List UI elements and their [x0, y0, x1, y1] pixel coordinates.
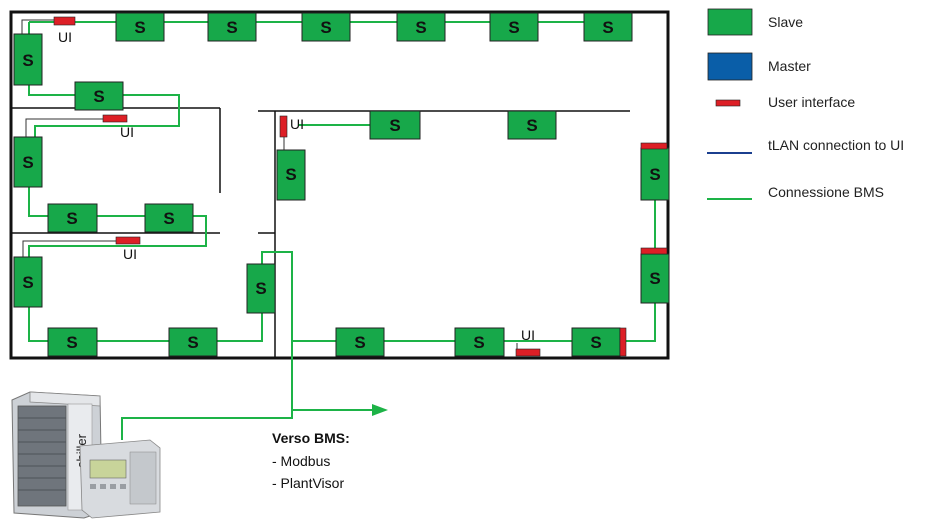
- bms-item-modbus: - Modbus: [272, 453, 330, 469]
- svg-text:S: S: [508, 18, 519, 37]
- chiller-device: chiller: [11, 391, 161, 519]
- user-interface-icon[interactable]: [515, 348, 541, 357]
- chiller-fan-grille: [17, 405, 67, 507]
- legend-master-swatch: [707, 52, 753, 81]
- user-interface-icon[interactable]: [279, 115, 288, 138]
- user-interface-icon[interactable]: [640, 247, 668, 255]
- bms-line-room1-c: [34, 94, 180, 137]
- slave-unit[interactable]: S: [144, 203, 194, 233]
- slave-unit[interactable]: S: [207, 12, 257, 42]
- legend-tlan-label: tLAN connection to UI: [768, 137, 904, 153]
- ui-label: UI: [521, 327, 535, 343]
- slave-unit[interactable]: S: [246, 263, 276, 314]
- slave-unit[interactable]: S: [369, 110, 421, 140]
- bms-line-room1-b: [28, 85, 75, 96]
- bms-title: Verso BMS:: [272, 430, 350, 446]
- bms-line-room4-bottom: [626, 303, 656, 342]
- svg-text:S: S: [22, 273, 33, 292]
- svg-text:S: S: [649, 165, 660, 184]
- legend-ui-label: User interface: [768, 94, 855, 110]
- svg-text:S: S: [93, 87, 104, 106]
- svg-text:S: S: [285, 165, 296, 184]
- ui-label: UI: [120, 124, 134, 140]
- bms-line-room2: [28, 187, 48, 217]
- slave-unit[interactable]: S: [168, 327, 218, 357]
- user-interface-icon[interactable]: [53, 16, 76, 26]
- bms-note: Verso BMS: - Modbus - PlantVisor: [272, 430, 350, 491]
- svg-text:S: S: [187, 333, 198, 352]
- slave-unit[interactable]: S: [571, 327, 621, 357]
- user-interfaces: UI UI UI UI UI: [53, 16, 668, 357]
- svg-text:S: S: [354, 333, 365, 352]
- slave-unit[interactable]: S: [13, 33, 43, 86]
- legend-slave-label: Slave: [768, 14, 803, 30]
- ui-label: UI: [290, 116, 304, 132]
- slave-unit[interactable]: S: [583, 12, 633, 42]
- controller-display: [89, 459, 127, 479]
- slave-unit[interactable]: S: [489, 12, 539, 42]
- tlan-wiring: [21, 19, 518, 352]
- svg-text:S: S: [389, 116, 400, 135]
- svg-text:S: S: [22, 51, 33, 70]
- svg-text:S: S: [415, 18, 426, 37]
- tlan-line-ui-2: [25, 118, 103, 137]
- slave-unit[interactable]: S: [13, 256, 43, 308]
- legend: Slave Master User interface tLAN connect…: [707, 8, 904, 200]
- svg-text:S: S: [22, 153, 33, 172]
- svg-text:S: S: [602, 18, 613, 37]
- building-outer-wall: [9, 10, 670, 360]
- slave-unit[interactable]: S: [74, 81, 124, 111]
- slave-unit[interactable]: S: [47, 203, 98, 233]
- svg-text:S: S: [255, 279, 266, 298]
- bms-line-chiller: [121, 410, 293, 440]
- user-interface-icon[interactable]: [619, 327, 627, 357]
- slave-unit[interactable]: S: [335, 327, 385, 357]
- bms-line-room2-c: [28, 215, 207, 257]
- slave-unit[interactable]: S: [640, 147, 670, 201]
- svg-text:S: S: [320, 18, 331, 37]
- svg-text:S: S: [649, 269, 660, 288]
- bms-arrow-icon: [372, 404, 388, 416]
- slave-unit[interactable]: S: [47, 327, 98, 357]
- slave-unit[interactable]: S: [507, 110, 557, 140]
- ui-label: UI: [58, 29, 72, 45]
- legend-bms-label: Connessione BMS: [768, 184, 884, 200]
- building-floorplan: [9, 10, 670, 360]
- slave-units: S S S S S S S S S S S S S S S S S S S S …: [13, 12, 670, 357]
- bms-line-room3-c: [217, 313, 263, 342]
- ui-label: UI: [123, 246, 137, 262]
- svg-text:S: S: [66, 209, 77, 228]
- svg-text:S: S: [590, 333, 601, 352]
- user-interface-icon[interactable]: [102, 114, 128, 123]
- tlan-line-ui-1: [21, 19, 54, 34]
- bms-line-room3: [28, 307, 48, 342]
- tlan-line-ui-3: [22, 240, 116, 257]
- slave-unit[interactable]: S: [13, 136, 43, 188]
- slave-unit[interactable]: S: [454, 327, 505, 357]
- svg-text:S: S: [526, 116, 537, 135]
- legend-slave-swatch: [707, 8, 753, 36]
- slave-unit[interactable]: S: [276, 149, 306, 201]
- user-interface-icon[interactable]: [115, 236, 141, 245]
- slave-unit[interactable]: S: [640, 253, 670, 304]
- legend-master-label: Master: [768, 58, 811, 74]
- user-interface-icon[interactable]: [640, 142, 668, 150]
- slave-unit[interactable]: S: [396, 12, 446, 42]
- svg-text:S: S: [226, 18, 237, 37]
- slave-unit[interactable]: S: [115, 12, 165, 42]
- svg-text:S: S: [66, 333, 77, 352]
- bms-line-room3-d: [261, 251, 372, 411]
- slave-unit[interactable]: S: [301, 12, 351, 42]
- svg-text:S: S: [473, 333, 484, 352]
- bms-item-plantvisor: - PlantVisor: [272, 475, 344, 491]
- legend-ui-swatch: [715, 99, 741, 107]
- svg-text:S: S: [163, 209, 174, 228]
- svg-text:S: S: [134, 18, 145, 37]
